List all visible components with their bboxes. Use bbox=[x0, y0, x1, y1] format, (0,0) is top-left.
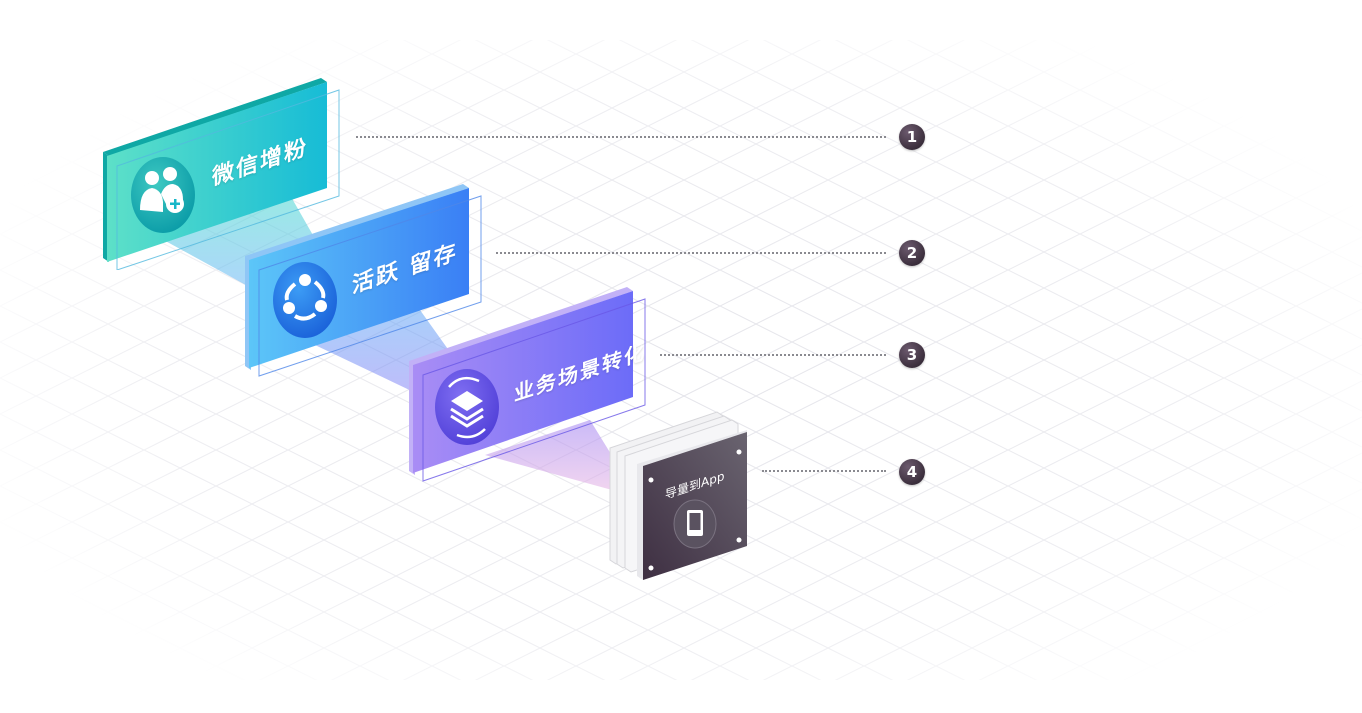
beam-3-4 bbox=[485, 420, 630, 490]
step-3-card bbox=[409, 287, 646, 482]
leader-line-2 bbox=[496, 252, 886, 254]
user-add-icon bbox=[140, 167, 184, 213]
smartphone-icon bbox=[687, 510, 703, 536]
leader-line-1 bbox=[356, 136, 886, 138]
step-3-badge: 3 bbox=[899, 342, 925, 368]
step-1-card bbox=[103, 78, 340, 270]
share-network-icon bbox=[283, 274, 327, 321]
layers-refresh-icon bbox=[448, 376, 486, 439]
step-4-badge: 4 bbox=[899, 459, 925, 485]
step-4-card bbox=[609, 411, 747, 580]
step-2-card bbox=[245, 184, 482, 377]
leader-line-3 bbox=[660, 354, 886, 356]
leader-line-4 bbox=[762, 470, 886, 472]
step-1-badge: 1 bbox=[899, 124, 925, 150]
step-2-badge: 2 bbox=[899, 240, 925, 266]
